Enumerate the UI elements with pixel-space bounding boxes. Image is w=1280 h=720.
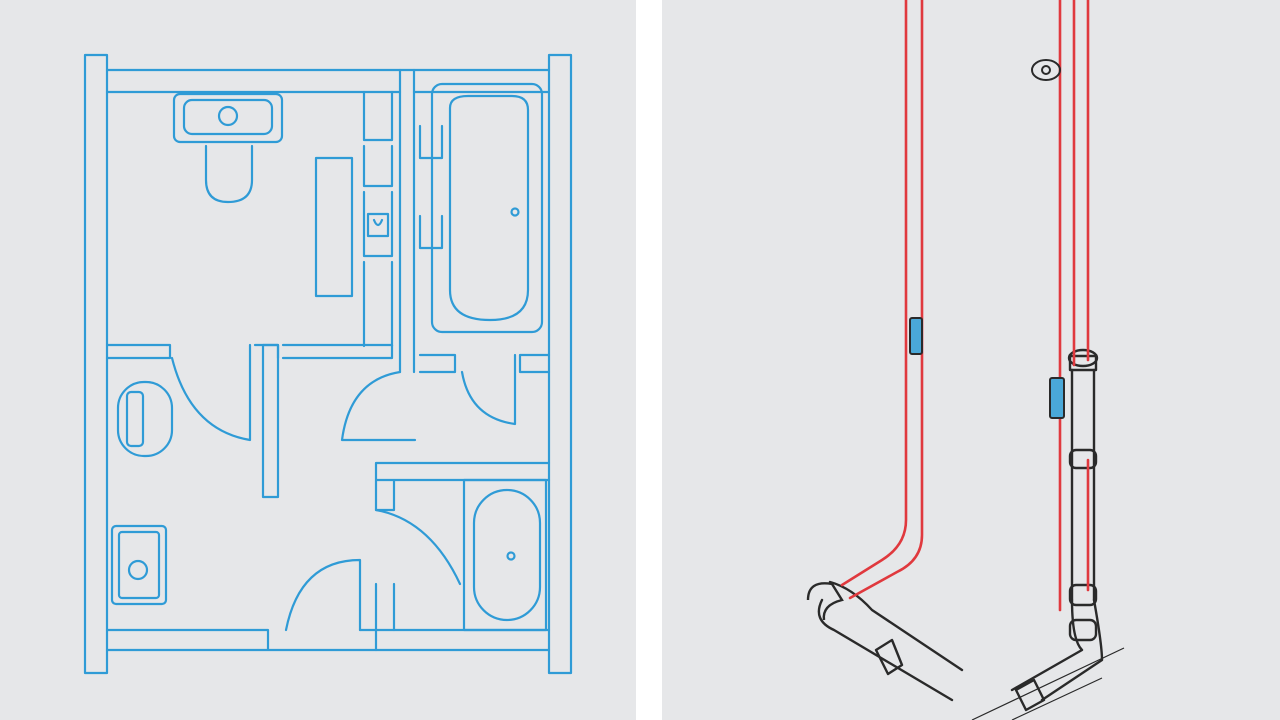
toilet-tank-inner (182, 98, 274, 136)
outer-wall-bottom (105, 628, 551, 652)
bathtub-lower-outer (462, 478, 548, 632)
outer-wall-left (83, 53, 109, 675)
plumbing-riser-panel (662, 0, 1280, 720)
drain-horizontal (817, 580, 964, 702)
drain-elbow (1010, 598, 1104, 702)
door-swing-lower (284, 508, 462, 632)
outer-wall-top (105, 68, 551, 94)
bathtub-lower-inner (472, 488, 542, 622)
toilet-flush-icon (217, 105, 239, 127)
drain-riser-vertical (1070, 368, 1096, 602)
counter-column (362, 90, 394, 348)
door-swing-right (460, 353, 517, 426)
sink-left-lower-faucet (127, 559, 149, 581)
floor-plan-drawing (0, 0, 636, 720)
door-swing-left (170, 343, 252, 442)
bathtub-top-drain (510, 207, 520, 217)
floor-plan-panel (0, 0, 636, 720)
sink-left-upper (116, 380, 174, 458)
outer-wall-right (547, 53, 573, 675)
bathtub-lower-drain (506, 551, 516, 561)
plumbing-riser-drawing (662, 0, 1280, 720)
wall-fitting (1031, 59, 1061, 81)
drain-coupling-bottom (1068, 618, 1098, 642)
supply-line-left-b (848, 0, 924, 600)
bathtub-top-outer (430, 82, 544, 334)
drain-coupling-low (1068, 583, 1098, 607)
drain-coupling-horizontal-1 (874, 638, 904, 676)
bathtub-faucets (418, 124, 444, 250)
counter-sink-icon (366, 212, 390, 238)
sink-left-lower-basin (117, 530, 161, 600)
vanity-cabinet (314, 156, 354, 298)
floor-plan-background (0, 0, 636, 720)
middle-wall-right (418, 353, 551, 374)
interior-wall-vertical (261, 343, 280, 499)
sink-left-lower (110, 524, 168, 606)
pipe-elbow-left (806, 582, 844, 621)
door-swing-center (340, 370, 417, 442)
drain-coupling-mid (1068, 448, 1098, 470)
riser-background (662, 0, 1280, 720)
toilet-tank (172, 92, 284, 144)
panel-divider (636, 0, 662, 720)
sink-left-upper-basin (125, 390, 145, 448)
partition-wall-center (398, 68, 416, 374)
drain-coupling-top-body (1068, 354, 1098, 372)
valve-right (1049, 377, 1065, 419)
bathtub-top-inner (448, 94, 530, 322)
toilet-bowl (204, 144, 254, 204)
supply-line-left-a (840, 0, 908, 587)
drain-coupling-horizontal-2 (1014, 678, 1046, 712)
floor-outline (971, 647, 1125, 720)
lower-room-wall-bottom (374, 582, 396, 652)
valve-left (909, 317, 923, 355)
